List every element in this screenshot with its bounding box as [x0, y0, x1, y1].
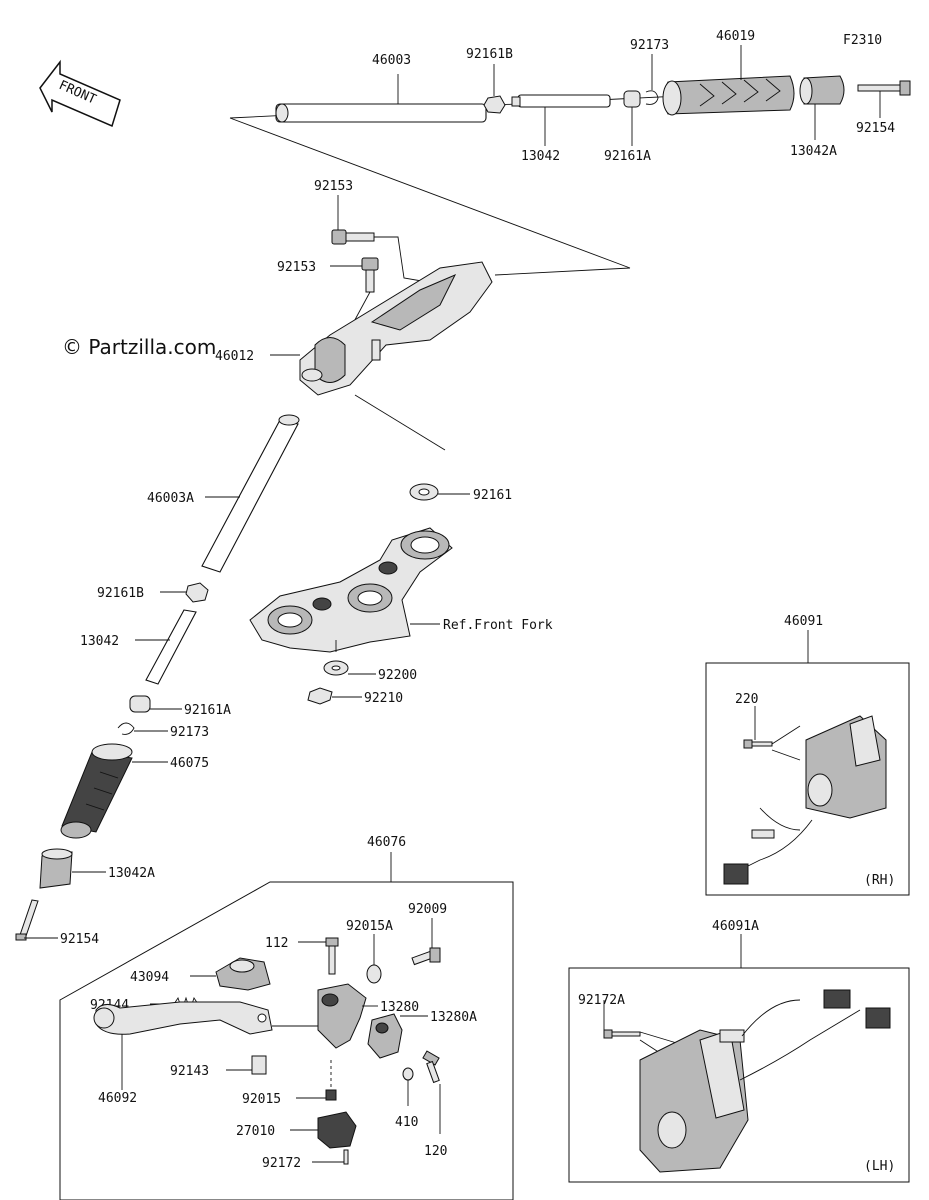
nut-92015 — [296, 1060, 337, 1101]
label-112: 112 — [265, 936, 288, 951]
clip-92173-top — [645, 54, 659, 105]
bolt-92154-top — [857, 80, 911, 118]
label-13042a-top: 13042A — [790, 144, 837, 159]
lh-tag: (LH) — [864, 1159, 895, 1174]
label-220: 220 — [735, 692, 758, 707]
label-120: 120 — [424, 1144, 447, 1159]
label-13042-top: 13042 — [521, 149, 560, 164]
switch-43094 — [190, 957, 271, 991]
label-92172: 92172 — [262, 1156, 301, 1171]
label-92161: 92161 — [473, 488, 512, 503]
label-92161a: 92161A — [184, 703, 231, 718]
label-92172a: 92172A — [578, 993, 625, 1008]
label-92015a: 92015A — [346, 919, 393, 934]
label-92210: 92210 — [364, 691, 403, 706]
washer-92200 — [323, 660, 376, 676]
grip-46075 — [60, 743, 168, 839]
label-27010: 27010 — [236, 1124, 275, 1139]
label-92173-top: 92173 — [630, 38, 669, 53]
label-13280a: 13280A — [430, 1010, 477, 1025]
label-46091a: 46091A — [712, 919, 759, 934]
grip-46019 — [662, 45, 795, 116]
clutch-lever-46092 — [93, 1001, 318, 1090]
label-92143: 92143 — [170, 1064, 209, 1079]
holder-13280a — [367, 1013, 428, 1059]
screw-120 — [422, 1050, 441, 1134]
label-13280: 13280 — [380, 1000, 419, 1015]
washer-92161a-top — [623, 90, 641, 146]
handlebar-pipe-46003a — [201, 414, 300, 573]
label-13042: 13042 — [80, 634, 119, 649]
label-410: 410 — [395, 1115, 418, 1130]
watermark: © Partzilla.com — [62, 335, 216, 359]
sensor-27010 — [290, 1111, 357, 1149]
label-92173: 92173 — [170, 725, 209, 740]
label-92154: 92154 — [60, 932, 99, 947]
rh-tag: (RH) — [864, 873, 895, 888]
label-46076: 46076 — [367, 835, 406, 850]
label-46012: 46012 — [215, 349, 254, 364]
label-92161b-top: 92161B — [466, 47, 513, 62]
label-46091: 46091 — [784, 614, 823, 629]
figure-code: F2310 — [843, 33, 882, 48]
fork-bracket — [249, 527, 453, 653]
label-46003: 46003 — [372, 53, 411, 68]
pipe-13042-top — [511, 94, 611, 146]
label-92153-lower: 92153 — [277, 260, 316, 275]
label-92200: 92200 — [378, 668, 417, 683]
pin-92143 — [226, 1055, 267, 1075]
nut-92210 — [307, 687, 362, 705]
label-92161a-top: 92161A — [604, 149, 651, 164]
ref-front-fork-label: Ref.Front Fork — [443, 618, 553, 633]
label-13042a: 13042A — [108, 866, 155, 881]
label-92009: 92009 — [408, 902, 447, 917]
label-92154-top: 92154 — [856, 121, 895, 136]
bolt-92153-upper — [331, 195, 446, 286]
bar-end-weight-13042a — [39, 848, 106, 889]
handlebar-holder-46012 — [270, 261, 493, 396]
collar-92015a — [366, 934, 382, 984]
label-92153-upper: 92153 — [314, 179, 353, 194]
lever-holder-13280 — [317, 983, 378, 1049]
switch-box-46091a-lh — [568, 934, 910, 1183]
lever-assembly-46076 — [59, 852, 514, 1200]
clip-92173 — [117, 722, 168, 735]
label-46075: 46075 — [170, 756, 209, 771]
washer-410 — [402, 1067, 414, 1106]
bolt-112 — [298, 937, 339, 975]
screw-92172 — [312, 1149, 349, 1165]
washer-92161 — [409, 483, 470, 501]
switch-box-46091-rh — [705, 630, 910, 896]
holder-fork-line — [354, 394, 446, 451]
label-46003a: 46003A — [147, 491, 194, 506]
label-46092: 46092 — [98, 1091, 137, 1106]
nut-92161b-top — [483, 64, 506, 114]
bar-end-weight-13042a-top — [799, 75, 845, 140]
label-46019: 46019 — [716, 29, 755, 44]
pipe-13042 — [135, 609, 197, 685]
label-92161b: 92161B — [97, 586, 144, 601]
front-arrow-icon: FRONT — [39, 59, 121, 128]
handlebar-pipe-46003 — [275, 74, 487, 123]
bolt-92154 — [15, 899, 58, 941]
label-92015: 92015 — [242, 1092, 281, 1107]
bolt-92009 — [411, 918, 441, 966]
washer-92161a — [129, 695, 182, 713]
nut-92161b — [160, 582, 209, 603]
label-43094: 43094 — [130, 970, 169, 985]
